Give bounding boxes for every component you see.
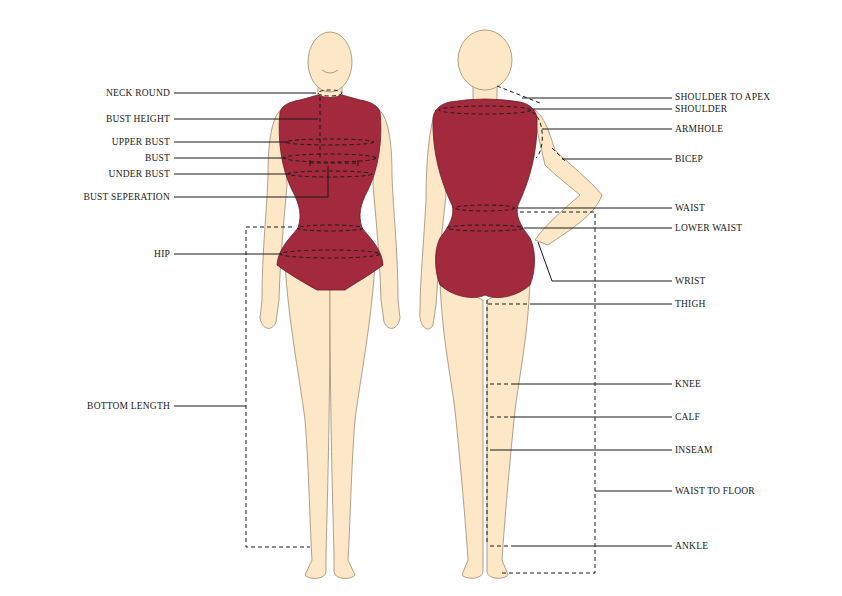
measurement-label: BOTTOM LENGTH — [87, 401, 170, 412]
front-measure-marks — [246, 90, 380, 547]
measurement-label: SHOULDER TO APEX — [675, 92, 770, 103]
measurement-label: WAIST TO FLOOR — [675, 486, 755, 497]
measurement-label: HIP — [154, 249, 170, 260]
measurement-label: NECK ROUND — [106, 88, 170, 99]
measurement-label: WAIST — [675, 203, 705, 214]
measurement-label: BUST — [145, 153, 170, 164]
measurement-label: KNEE — [675, 379, 701, 390]
measurement-label: BICEP — [675, 154, 703, 165]
back-leader-lines — [490, 98, 672, 546]
measurement-label: CALF — [675, 412, 700, 423]
front-leader-lines — [174, 93, 328, 406]
measurement-label: ARMHOLE — [675, 124, 723, 135]
front-figure — [260, 32, 400, 578]
measurement-label: LOWER WAIST — [675, 223, 742, 234]
measurement-label: INSEAM — [675, 445, 713, 456]
measurement-label: WRIST — [675, 276, 706, 287]
measurement-label: UNDER BUST — [109, 169, 170, 180]
measurement-label: BUST SEPERATION — [84, 192, 171, 203]
measurement-label: UPPER BUST — [112, 137, 170, 148]
measurement-label: ANKLE — [675, 541, 708, 552]
measurement-label: THIGH — [675, 299, 706, 310]
measurement-label: SHOULDER — [675, 104, 727, 115]
measurement-label: BUST HEIGHT — [106, 114, 170, 125]
